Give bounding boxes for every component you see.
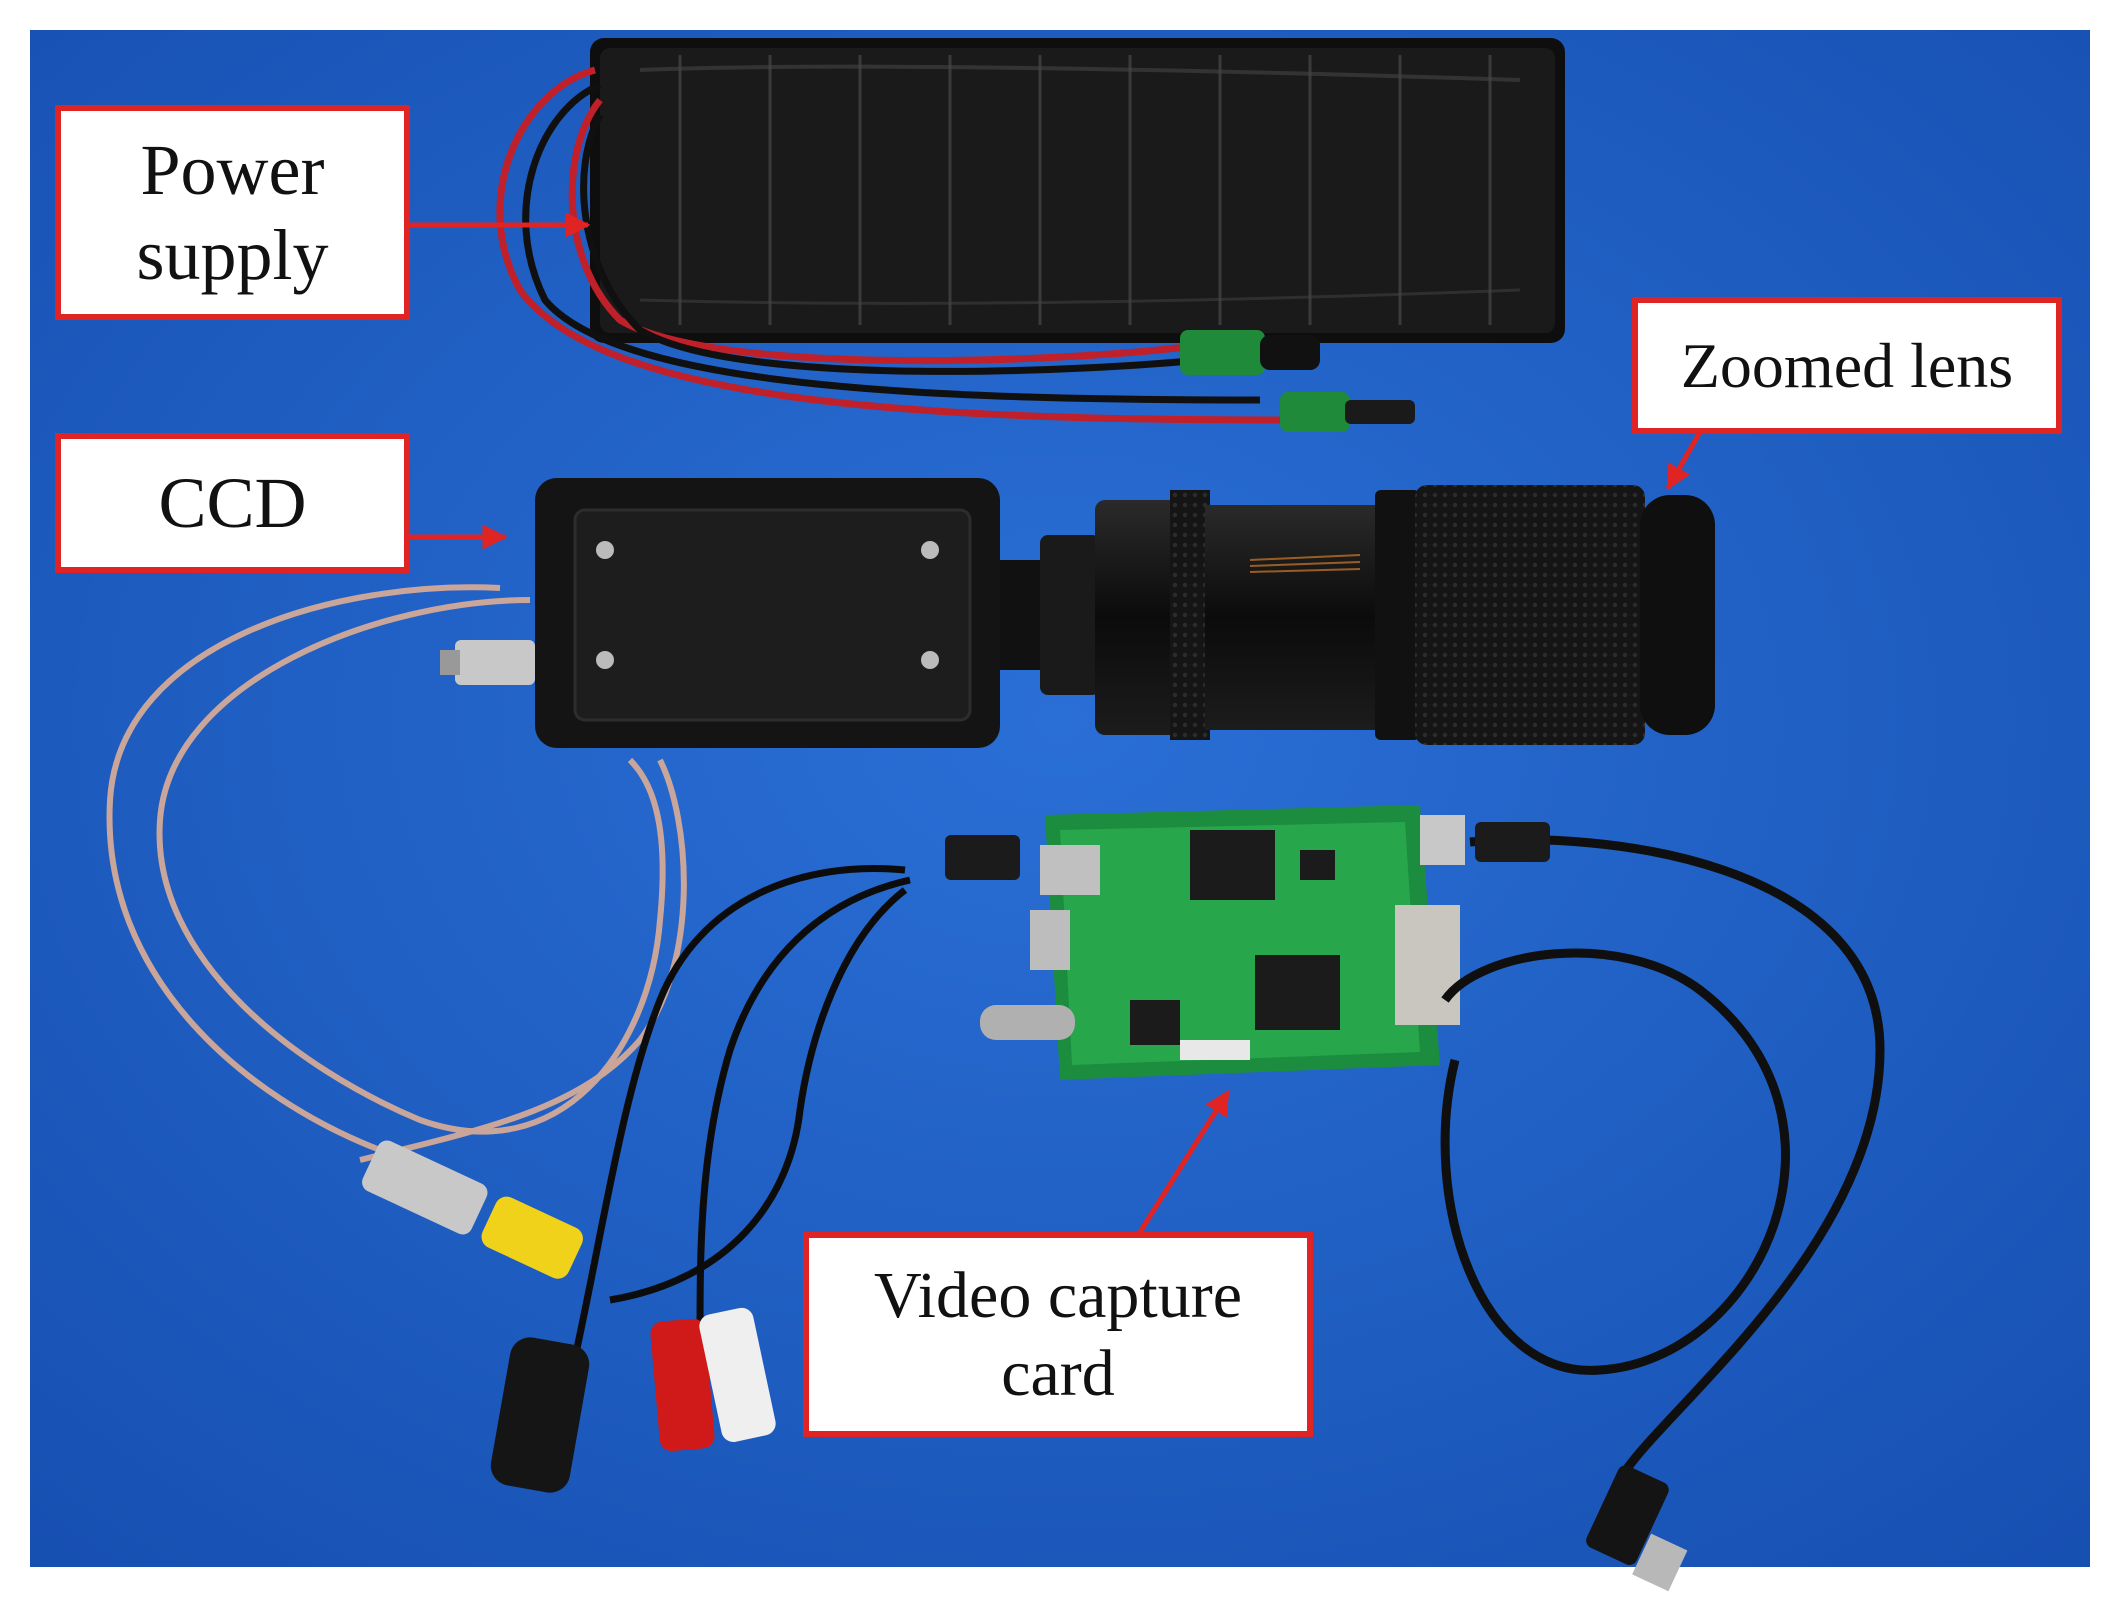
power-supply-label: Power supply bbox=[55, 105, 410, 320]
av-input-plug bbox=[945, 835, 1020, 880]
annotation-arrows bbox=[410, 212, 1703, 1234]
capture-card-board bbox=[980, 805, 1465, 1080]
video-capture-card-label: Video capture card bbox=[803, 1232, 1313, 1437]
usb-plug-metal bbox=[1632, 1533, 1688, 1592]
av-breakout-cables bbox=[566, 865, 911, 1381]
usb-cable bbox=[1440, 835, 1885, 1483]
zoomed-lens-arrow bbox=[1665, 430, 1703, 491]
coax-cable bbox=[106, 584, 687, 1163]
power-wires bbox=[496, 66, 1281, 424]
battery-pack bbox=[590, 38, 1565, 343]
usb-plug bbox=[1586, 1465, 1669, 1565]
ccd-camera-body bbox=[440, 478, 1000, 748]
ccd-label-text: CCD bbox=[158, 462, 307, 543]
zoomed-lens-label-text: Zoomed lens bbox=[1680, 329, 2014, 401]
power-supply-label-line1: Power bbox=[140, 129, 325, 210]
zoom-lens-assembly bbox=[1000, 485, 1715, 745]
bnc-rca-adapter bbox=[362, 1140, 583, 1279]
video-capture-card-label-line1: Video capture bbox=[873, 1258, 1243, 1332]
rca-plugs bbox=[490, 1307, 776, 1493]
ccd-label: CCD bbox=[55, 433, 410, 573]
zoomed-lens-label: Zoomed lens bbox=[1632, 297, 2062, 434]
dc-connectors bbox=[1180, 330, 1415, 432]
power-supply-label-line2: supply bbox=[136, 214, 329, 295]
capture-card-arrow bbox=[1137, 1089, 1231, 1234]
video-capture-card-label-line2: card bbox=[1001, 1336, 1115, 1410]
hdmi-plug bbox=[1475, 822, 1550, 862]
